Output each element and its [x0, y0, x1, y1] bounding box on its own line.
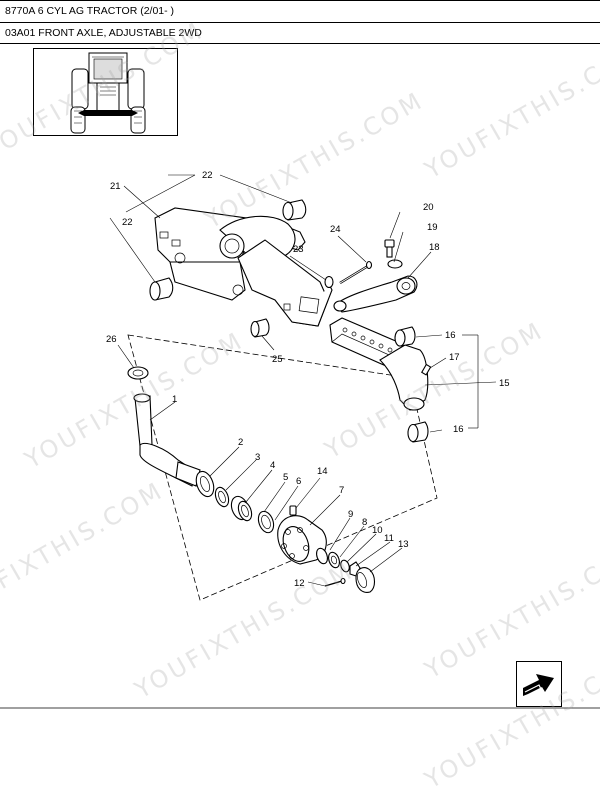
beam-bushing: [250, 318, 270, 338]
steering-arm: [333, 275, 418, 313]
dust-seal: [195, 470, 215, 498]
assembly-guide-outline: [127, 334, 438, 601]
bearing-cup-inner: [257, 510, 275, 534]
seal-ring: [214, 486, 230, 508]
section-title: 03A01 FRONT AXLE, ADJUSTABLE 2WD: [5, 27, 202, 39]
bearing-cup-outer: [316, 547, 328, 565]
callout-labels: 1 2 3 4 5 6 7 8 9 10 11 12 13 14 15 16 1…: [106, 170, 510, 589]
callout-22-left: 22: [122, 217, 133, 228]
lock-washer: [387, 259, 403, 269]
callout-15: 15: [499, 378, 510, 389]
next-page-button[interactable]: [516, 661, 562, 707]
pivot-bushing-top: [282, 199, 307, 221]
callout-7: 7: [339, 485, 344, 496]
model-title: 8770A 6 CYL AG TRACTOR (2/01- ): [5, 5, 175, 17]
kingpin-bushing-lower: [407, 421, 429, 443]
next-page-arrow-icon: [523, 674, 554, 696]
callout-22-top: 22: [202, 170, 213, 181]
axle-center-beam: [154, 207, 333, 327]
callout-2: 2: [238, 437, 243, 448]
header-bottom-rule: [0, 43, 600, 44]
callout-4: 4: [270, 460, 275, 471]
axle-extension: [329, 317, 429, 411]
callout-leader-lines: [109, 174, 497, 587]
header-top-rule: [0, 0, 600, 1]
callout-17: 17: [449, 352, 460, 363]
callout-13: 13: [398, 539, 409, 550]
cotter-pin: [324, 577, 346, 587]
callout-8: 8: [362, 517, 367, 528]
callout-10: 10: [372, 525, 383, 536]
arm-bolt: [384, 239, 395, 258]
callout-20: 20: [423, 202, 434, 213]
wheel-hub: [277, 515, 327, 565]
hub-cap: [355, 567, 376, 593]
callout-6: 6: [296, 476, 301, 487]
callout-21: 21: [110, 181, 121, 192]
callout-5: 5: [283, 472, 288, 483]
callout-18: 18: [429, 242, 440, 253]
tractor-front-view-icon: [70, 52, 146, 134]
callout-12: 12: [294, 578, 305, 589]
callout-23: 23: [293, 244, 304, 255]
thrust-washer: [324, 275, 334, 289]
grease-fitting: [421, 363, 432, 376]
tractor-thumbnail[interactable]: [33, 48, 178, 136]
callout-11: 11: [384, 533, 394, 544]
callout-9: 9: [348, 509, 353, 520]
callout-1: 1: [172, 394, 177, 405]
callout-3: 3: [255, 452, 260, 463]
callout-16-lower: 16: [453, 424, 464, 435]
callout-19: 19: [427, 222, 438, 233]
outer-bearing: [328, 551, 340, 569]
callout-24: 24: [330, 224, 341, 235]
inner-bearing: [230, 495, 253, 522]
steering-pin: [339, 260, 373, 285]
callout-25: 25: [272, 354, 283, 365]
steering-spindle: [133, 393, 201, 487]
callout-16-upper: 16: [445, 330, 456, 341]
spindle-thrust-washer: [127, 366, 149, 380]
wheel-stud: [289, 505, 297, 516]
pivot-bushing-bottom: [149, 277, 174, 301]
callout-26: 26: [106, 334, 117, 345]
header-mid-rule: [0, 22, 600, 23]
spindle-washer: [340, 559, 350, 573]
callout-14: 14: [317, 466, 328, 477]
kingpin-bushing-upper: [394, 326, 416, 347]
exploded-parts-diagram: 1 2 3 4 5 6 7 8 9 10 11 12 13 14 15 16 1…: [0, 170, 600, 709]
